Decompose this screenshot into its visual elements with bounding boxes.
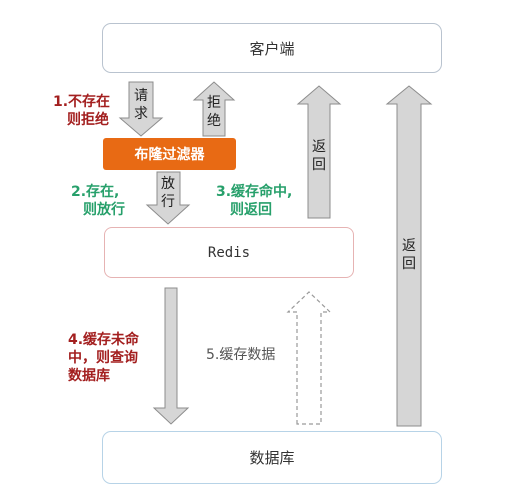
- request-arrow: [118, 81, 164, 137]
- pass-arrow: [145, 171, 191, 225]
- request-label: 请求: [134, 88, 148, 122]
- step-1-label: 1.不存在 则拒绝: [53, 94, 111, 128]
- bloom-filter-label: 布隆过滤器: [134, 147, 205, 163]
- db-return-label: 返回: [402, 238, 416, 272]
- client-node: 客户端: [102, 23, 442, 73]
- pass-label: 放行: [161, 176, 175, 210]
- step-3-label: 3.缓存命中, 则返回: [216, 184, 293, 218]
- step-5-label: 5.缓存数据: [206, 347, 276, 363]
- step-4-label: 4.缓存未命 中，则查询 数据库: [68, 332, 140, 384]
- redis-node: Redis: [104, 227, 354, 278]
- client-label: 客户端: [249, 39, 295, 58]
- db-return-arrow: [385, 85, 433, 427]
- cache-data-arrow: [286, 291, 332, 425]
- redis-return-arrow: [296, 85, 342, 219]
- database-node: 数据库: [102, 431, 442, 484]
- redis-label: Redis: [207, 244, 251, 261]
- bloom-filter-node: 布隆过滤器: [103, 138, 236, 170]
- reject-arrow: [192, 81, 236, 137]
- database-label: 数据库: [249, 449, 295, 467]
- reject-label: 拒绝: [207, 95, 221, 129]
- query-db-arrow: [152, 287, 190, 425]
- step-2-label: 2.存在, 则放行: [71, 184, 125, 218]
- redis-return-label: 返回: [312, 139, 326, 173]
